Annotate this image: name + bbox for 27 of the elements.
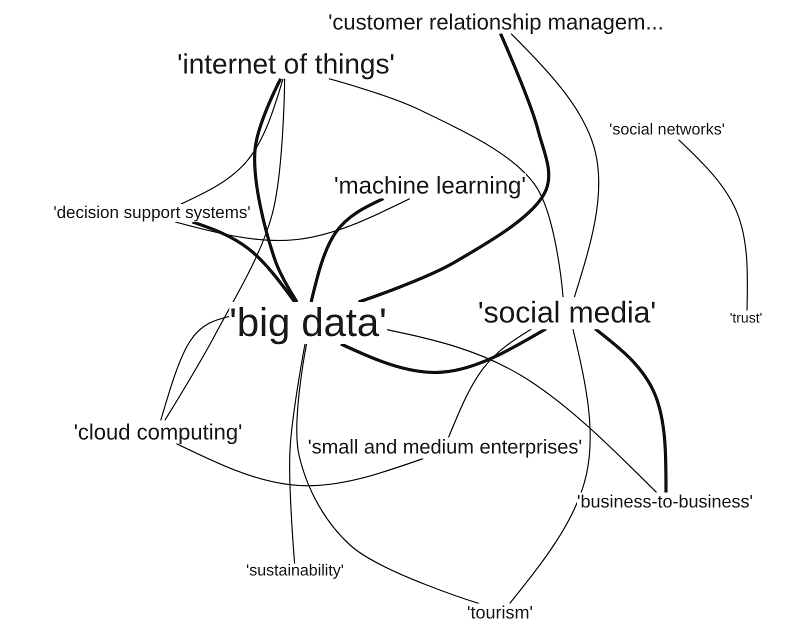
link-curve bbox=[180, 78, 284, 205]
link-curve bbox=[678, 138, 748, 311]
link-curve bbox=[340, 327, 547, 374]
link-curve bbox=[310, 197, 384, 302]
link-curve bbox=[510, 33, 600, 298]
link-curve bbox=[160, 316, 230, 421]
link-curve bbox=[594, 327, 668, 493]
link-curve bbox=[328, 78, 564, 298]
keyword-label: 'social networks' bbox=[609, 122, 725, 140]
link-curve bbox=[175, 198, 410, 242]
link-curve bbox=[176, 443, 424, 486]
link-curve bbox=[289, 344, 306, 564]
keyword-label: 'cloud computing' bbox=[74, 420, 242, 444]
link-curve bbox=[192, 220, 296, 303]
link-curve bbox=[296, 344, 480, 604]
keyword-label: 'big data' bbox=[229, 302, 387, 344]
link-curve bbox=[509, 328, 591, 604]
link-curve bbox=[448, 328, 532, 438]
keyword-label: 'decision support systems' bbox=[53, 204, 251, 222]
keyword-label: 'machine learning' bbox=[334, 173, 526, 199]
link-curve bbox=[358, 32, 550, 304]
keyword-label: 'sustainability' bbox=[246, 564, 344, 580]
link-curve bbox=[164, 78, 286, 421]
keyword-label: 'trust' bbox=[730, 310, 762, 326]
link-curve bbox=[253, 78, 298, 303]
keyword-label: 'small and medium enterprises' bbox=[308, 438, 582, 458]
link-curve bbox=[386, 329, 658, 493]
